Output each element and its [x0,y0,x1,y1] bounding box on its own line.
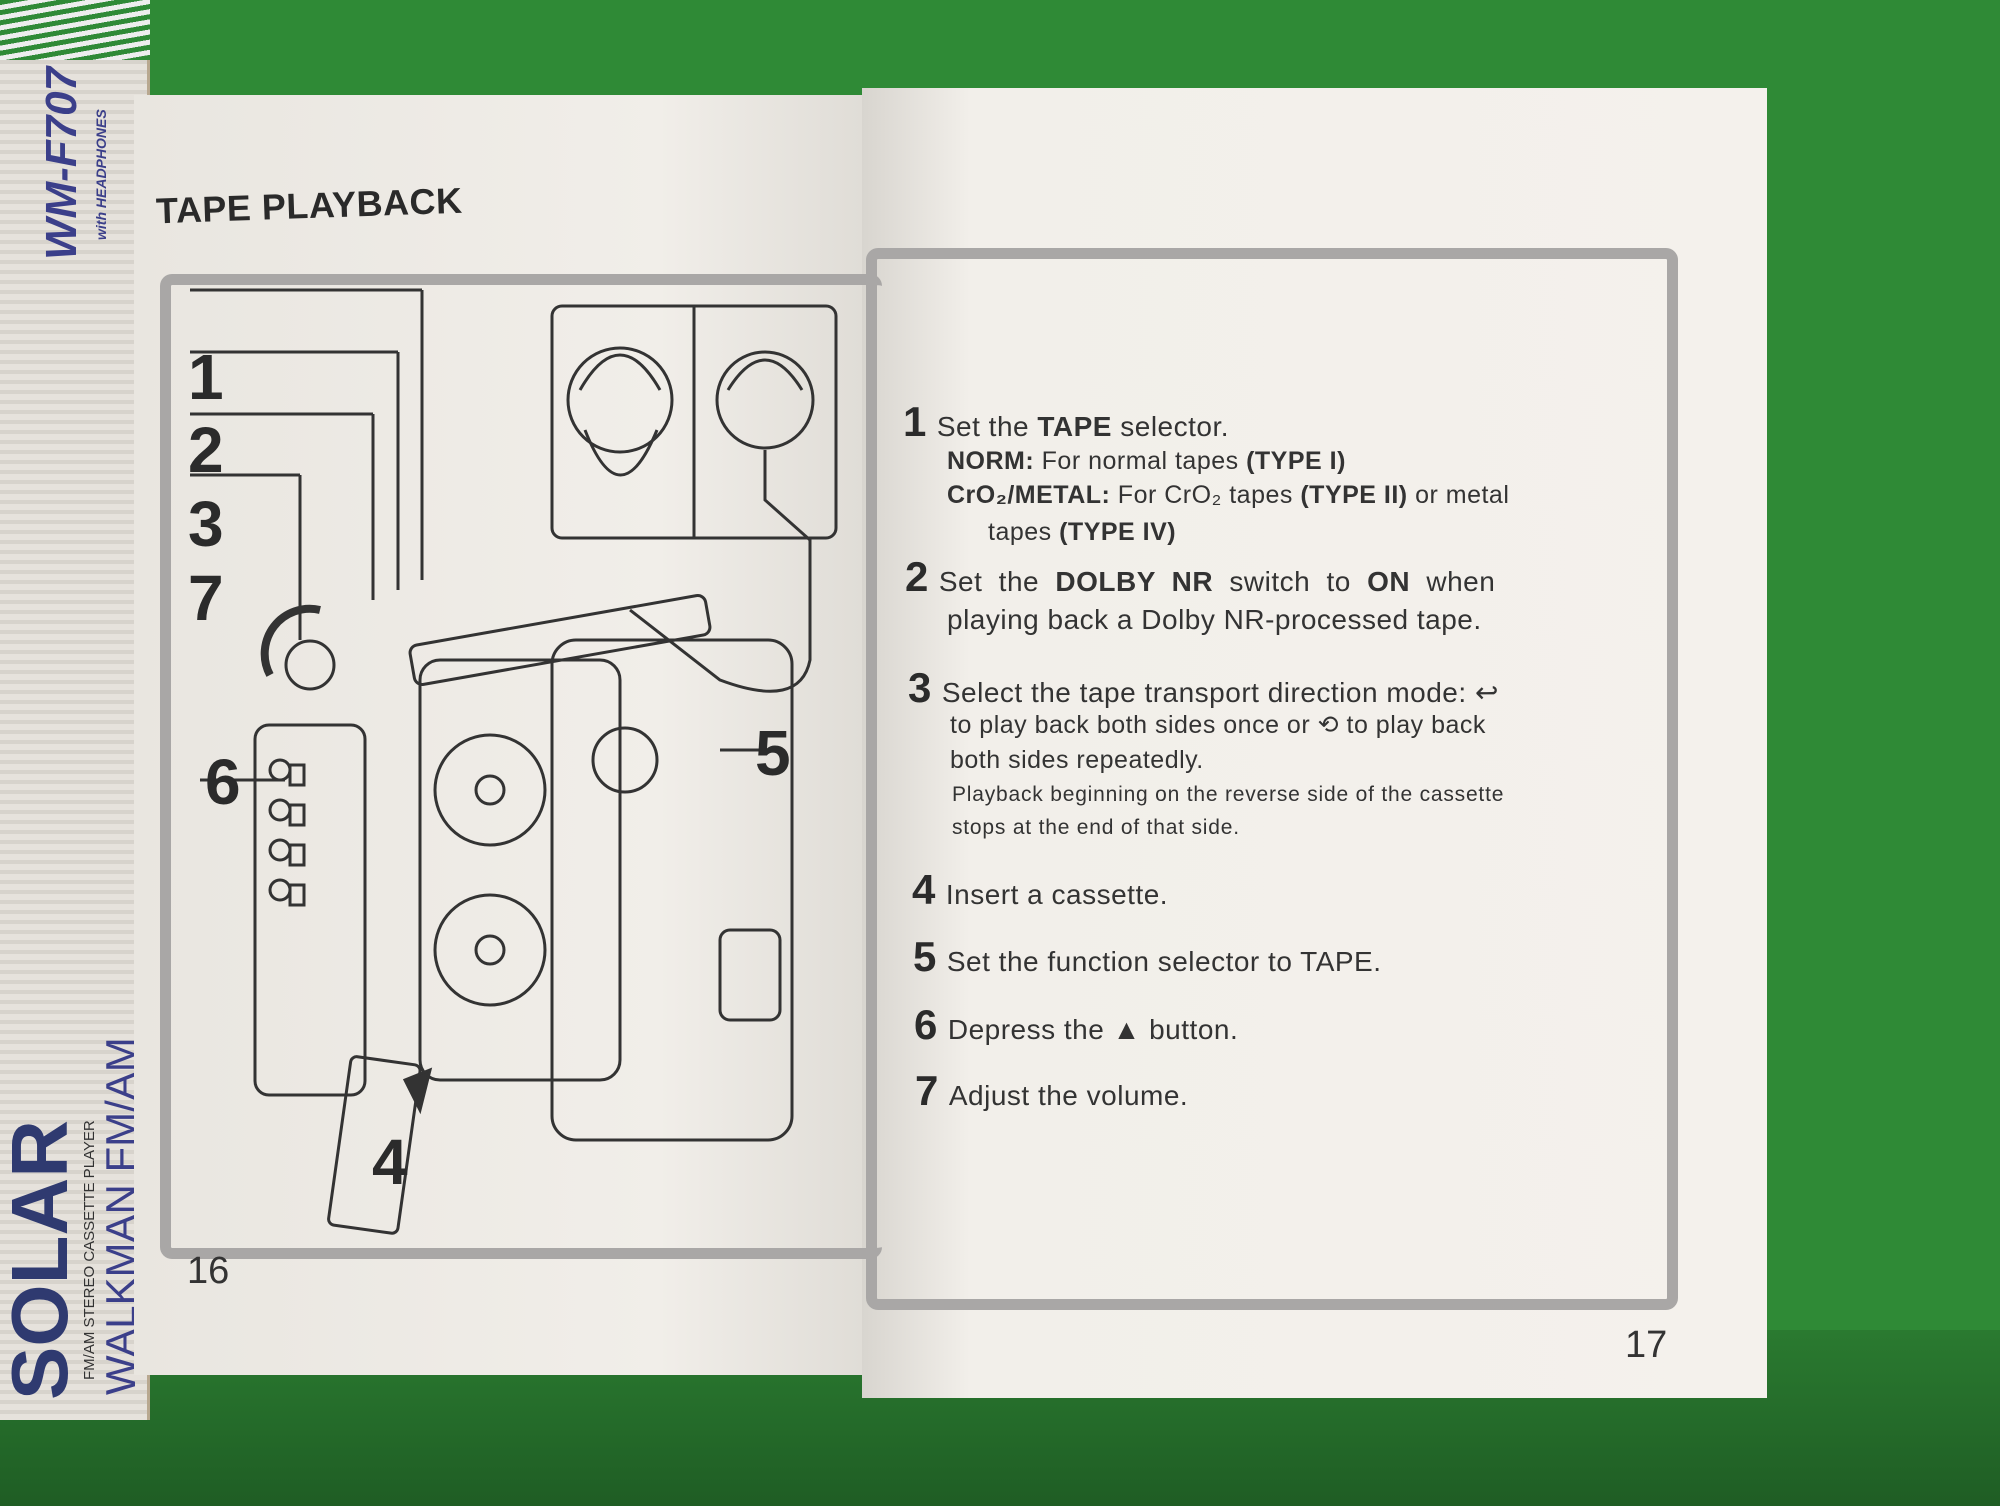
cassette-compartment [418,658,622,1082]
step-6: 6 Depress the ▲ button. [914,1004,1239,1050]
booklet-cover-strip: SOLAR FM/AM STEREO CASSETTE PLAYER WALKM… [0,0,150,1420]
norm-label: NORM: [947,447,1035,475]
step-3-line3: both sides repeatedly. [950,746,1204,774]
step-text: selector. [1111,411,1230,442]
instructions-frame [866,248,1678,1310]
callout-5: 5 [755,717,791,789]
step-text: button. [1149,1014,1239,1045]
illustration-frame [160,274,882,1259]
cover-subtitle: FM/AM STEREO CASSETTE PLAYER [81,1120,98,1380]
step-3-note1: Playback beginning on the reverse side o… [952,783,1505,806]
step-number: 7 [915,1067,939,1114]
step-text: to play back [1346,711,1486,739]
cassette-tape [327,1055,422,1235]
callout-1: 1 [188,341,224,413]
callout-4: 4 [372,1126,408,1198]
cover-model-sub: with HEADPHONES [93,109,109,240]
step-4: 4 Insert a cassette. [912,869,1169,915]
step-text: Depress the [947,1014,1105,1045]
page-number-left: 16 [187,1250,230,1292]
step-2: 2 Set the DOLBY NR switch to ON when [905,556,1496,602]
reel-top [433,733,547,847]
callout-2: 2 [188,414,224,486]
face-left [566,346,674,454]
once-mode-icon: ↩ [1474,677,1499,708]
repeat-mode-icon: ⟲ [1317,711,1340,739]
step-5: 5 Set the function selector to TAPE. [913,936,1382,982]
callout-7: 7 [188,562,224,634]
cro2-type2: (TYPE IV) [1059,518,1177,546]
step-text: switch to [1213,566,1368,597]
cro2-label: CrO₂/METAL: [947,481,1111,509]
step-text: Insert a cassette. [945,879,1169,910]
step-bold: ON [1367,566,1411,597]
step-bold: DOLBY NR [1055,566,1214,597]
cro2-line2-text: tapes [988,518,1060,546]
step-1: 1 Set the TAPE selector. [903,401,1230,447]
step-number: 3 [908,664,932,711]
step-text: Adjust the volume. [948,1080,1189,1111]
step-7: 7 Adjust the volume. [915,1070,1189,1116]
step-number: 5 [913,933,937,980]
callout-3: 3 [188,488,224,560]
walkman-illustration [190,288,838,1235]
step-text: Set the function selector to TAPE. [946,946,1382,977]
right-page [862,88,1767,1398]
cover-stripes [0,0,150,60]
cro2-line: CrO₂/METAL: For CrO₂ tapes (TYPE II) or … [947,481,1509,510]
step-number: 4 [912,866,936,913]
page-number-right: 17 [1625,1324,1668,1366]
step-3: 3 Select the tape transport direction mod… [908,667,1499,713]
step-text: Set the [936,411,1038,442]
step-number: 2 [905,553,929,600]
cro2-line2: tapes (TYPE IV) [988,518,1176,547]
step-number: 6 [914,1001,938,1048]
cro2-text: For CrO₂ tapes [1110,481,1301,509]
step-text: to play back both sides once or [950,711,1311,739]
function-dial [591,726,659,794]
step-bold: TAPE [1037,411,1112,442]
step-3-note2: stops at the end of that side. [952,816,1240,839]
face-right [715,350,815,450]
device-door [550,638,794,1142]
step-text: Select the tape transport direction mode… [941,677,1467,708]
step-number: 1 [903,398,927,445]
norm-line: NORM: For normal tapes (TYPE I) [947,447,1346,476]
eject-triangle-icon: ▲ [1112,1014,1141,1045]
step-2-line2: playing back a Dolby NR-processed tape. [947,604,1482,635]
norm-text: For normal tapes [1034,447,1247,475]
step-text: when [1410,566,1496,597]
step-3-line2: to play back both sides once or ⟲ to pla… [950,711,1486,740]
left-page [134,95,884,1375]
callout-6: 6 [205,746,241,818]
volume-knob [284,639,336,691]
device-side [253,723,367,1097]
cover-model: WM-F707 [37,66,86,260]
norm-type: (TYPE I) [1246,447,1346,475]
cro2-type: (TYPE II) [1300,481,1408,509]
cro2-post: or metal [1407,481,1510,509]
cover-brand: SOLAR [0,1120,84,1400]
step-text: Set the [938,566,1056,597]
reel-bottom [433,893,547,1007]
